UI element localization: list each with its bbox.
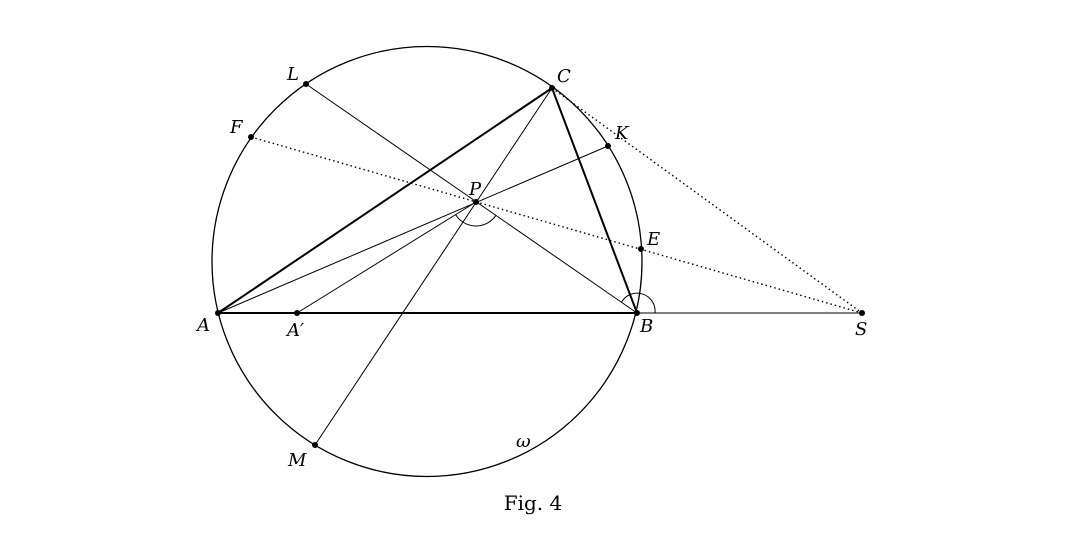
point-C bbox=[549, 85, 555, 91]
point-M bbox=[312, 442, 318, 448]
angle-arc-P bbox=[455, 214, 497, 227]
label-omega: ω bbox=[516, 431, 531, 452]
point-K bbox=[605, 143, 611, 149]
label-C: C bbox=[557, 66, 571, 87]
label-P: P bbox=[468, 179, 482, 200]
point-A-prime bbox=[294, 310, 300, 316]
line-A-K bbox=[217, 145, 609, 314]
point-L bbox=[303, 81, 309, 87]
point-A bbox=[215, 310, 221, 316]
angle-arc-B bbox=[620, 292, 656, 314]
dotted-line-C-S bbox=[551, 87, 863, 314]
line-C-M bbox=[314, 87, 553, 446]
figure-caption: Fig. 4 bbox=[504, 491, 563, 515]
label-E: E bbox=[646, 229, 660, 250]
point-S bbox=[859, 310, 865, 316]
line-Aprime-P bbox=[296, 201, 477, 314]
point-P bbox=[473, 199, 479, 205]
label-L: L bbox=[286, 64, 299, 85]
point-F bbox=[248, 134, 254, 140]
side-A-C bbox=[217, 87, 553, 314]
line-L-B bbox=[305, 83, 638, 314]
side-C-B bbox=[551, 87, 638, 314]
label-B: B bbox=[639, 316, 653, 337]
point-E bbox=[638, 246, 644, 252]
label-M: M bbox=[287, 450, 307, 471]
label-A: A bbox=[195, 315, 210, 336]
dotted-line-F-S bbox=[250, 136, 863, 314]
label-K: K bbox=[614, 123, 630, 144]
label-S: S bbox=[855, 319, 867, 340]
point-B bbox=[634, 310, 640, 316]
label-F: F bbox=[229, 117, 244, 138]
label-A-prime: A′ bbox=[285, 320, 304, 341]
circle-omega bbox=[211, 45, 643, 478]
